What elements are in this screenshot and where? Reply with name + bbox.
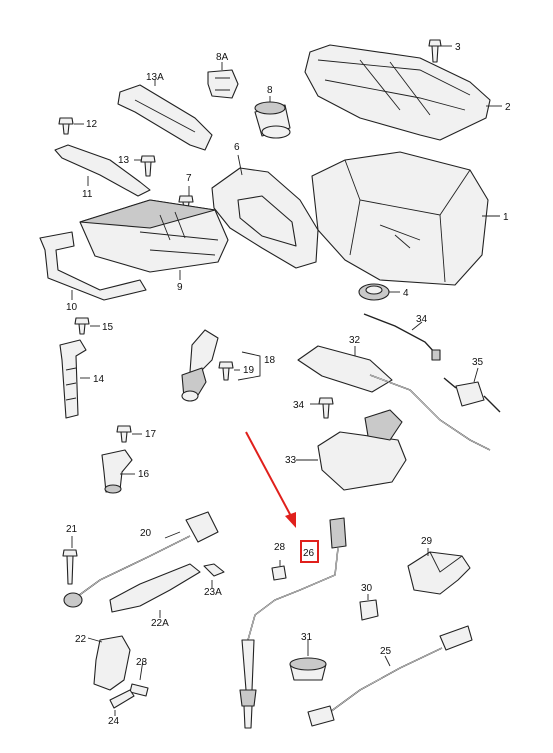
label-17: 17 xyxy=(145,429,157,440)
part-19-screw xyxy=(218,361,234,381)
label-26: 26 xyxy=(303,548,315,559)
label-13A: 13A xyxy=(146,72,164,83)
part-24-screw xyxy=(109,689,135,709)
part-6-bracket xyxy=(211,167,319,269)
part-28-sensor xyxy=(407,551,471,595)
label-29: 31 xyxy=(301,632,313,643)
label-30: 30 xyxy=(361,583,373,594)
label-33: 34 xyxy=(293,400,305,411)
part-13A-bracket xyxy=(117,84,213,151)
part-12-screw xyxy=(58,117,74,135)
label-32: 33 xyxy=(285,455,297,466)
label-8A: 8A xyxy=(216,52,229,63)
part-22A-bracket xyxy=(109,563,201,613)
label-23A: 23A xyxy=(204,587,222,598)
part-29-grommet xyxy=(289,657,327,681)
part-21-screw xyxy=(62,549,78,585)
label-25: 25 xyxy=(380,646,392,657)
label-21: 21 xyxy=(66,524,78,535)
part-23-screw xyxy=(129,683,149,697)
label-16: 16 xyxy=(138,469,150,480)
part-8-sleeve xyxy=(254,101,291,139)
label-22A: 22A xyxy=(151,618,169,629)
part-1-airbox-lower xyxy=(311,151,489,286)
label-13: 13 xyxy=(118,155,130,166)
label-14: 14 xyxy=(93,374,105,385)
part-14-sensor xyxy=(59,339,87,419)
label-12: 12 xyxy=(86,119,98,130)
part-26-lambda-sensor xyxy=(239,517,347,729)
part-23A-screw xyxy=(203,563,225,577)
label-23: 23 xyxy=(136,657,148,668)
label-31: 32 xyxy=(349,335,361,346)
part-34-cable-tie xyxy=(363,313,441,361)
part-11-bracket xyxy=(54,144,151,197)
part-17-screw xyxy=(116,425,132,443)
part-15-screw xyxy=(74,317,90,335)
part-30-clip xyxy=(359,599,379,621)
part-16-sensor xyxy=(101,449,133,494)
part-32-holder xyxy=(317,409,407,491)
callout-labels: 3 2 1 4 8A 13A 8 12 6 13 7 11 9 10 15 34… xyxy=(66,42,511,727)
label-7: 7 xyxy=(186,173,192,184)
leader-lines xyxy=(71,45,502,716)
part-13-screw xyxy=(140,155,156,177)
callout-arrow xyxy=(245,431,296,528)
part-4-grommet xyxy=(358,283,390,301)
label-6: 6 xyxy=(234,142,240,153)
highlight-box-26 xyxy=(300,540,319,563)
part-10-bracket xyxy=(39,231,147,301)
part-20-knock-sensor xyxy=(63,511,219,608)
label-8: 8 xyxy=(267,85,273,96)
part-3-screw xyxy=(428,39,442,63)
part-35-connector xyxy=(443,377,501,413)
label-27: 28 xyxy=(274,542,286,553)
label-11: 11 xyxy=(82,189,93,200)
label-19: 19 xyxy=(243,365,255,376)
part-18-sensor xyxy=(181,329,219,402)
part-9-ecu xyxy=(79,199,229,273)
part-22-bracket xyxy=(93,635,131,691)
label-10: 10 xyxy=(66,302,78,313)
label-1: 1 xyxy=(503,212,509,223)
label-4: 4 xyxy=(403,288,409,299)
part-31-mount xyxy=(297,345,491,451)
part-7-screw xyxy=(178,195,194,211)
part-25-sensor xyxy=(307,625,473,727)
label-34: 34 xyxy=(416,314,428,325)
part-8A-clip xyxy=(207,69,239,99)
label-3: 3 xyxy=(455,42,461,53)
label-28: 29 xyxy=(421,536,433,547)
label-9: 9 xyxy=(177,282,183,293)
label-2: 2 xyxy=(505,102,511,113)
part-27-clip xyxy=(271,565,287,581)
part-2-airbox-lid xyxy=(304,44,491,141)
label-35: 35 xyxy=(472,357,484,368)
label-22: 22 xyxy=(75,634,87,645)
label-20: 20 xyxy=(140,528,152,539)
label-15: 15 xyxy=(102,322,114,333)
label-18: 18 xyxy=(264,355,276,366)
part-33-screw xyxy=(318,397,334,419)
label-24: 24 xyxy=(108,716,120,727)
